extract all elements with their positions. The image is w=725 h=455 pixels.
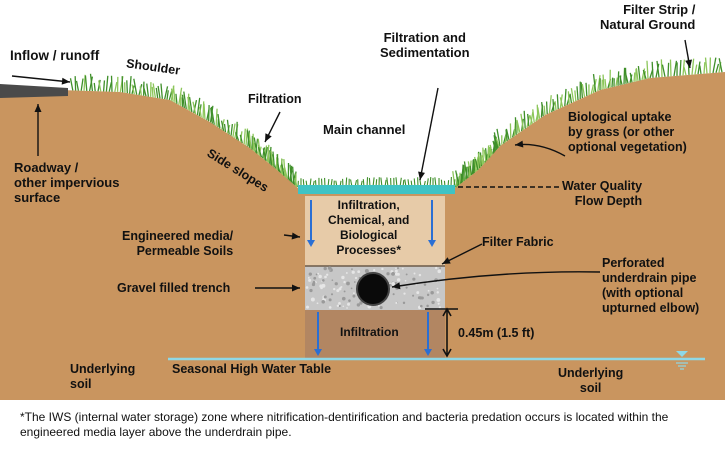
infiltration-flow-arrows xyxy=(307,200,436,356)
underlying-soil-left-label: Underlying soil xyxy=(70,362,136,391)
filtration-sedimentation-label: Filtration and Sedimentation xyxy=(380,30,470,60)
processes-label: Infiltration, Chemical, and Biological P… xyxy=(328,198,410,257)
filter-strip-label: Filter Strip / Natural Ground xyxy=(600,2,696,32)
infiltration-label: Infiltration xyxy=(340,325,399,339)
filter-fabric-label: Filter Fabric xyxy=(482,235,554,249)
inflow-label: Inflow / runoff xyxy=(10,48,100,63)
depth-label: 0.45m (1.5 ft) xyxy=(458,326,535,340)
water-table-label: Seasonal High Water Table xyxy=(172,362,332,376)
gravel-trench-label: Gravel filled trench xyxy=(117,281,231,295)
perforated-underdrain-pipe xyxy=(356,272,390,306)
biological-uptake-label: Biological uptake by grass (or other opt… xyxy=(568,110,687,154)
main-channel-label: Main channel xyxy=(323,122,406,137)
water-table-icon xyxy=(676,351,688,370)
filtration-label: Filtration xyxy=(248,92,302,106)
depth-dimension-marker xyxy=(425,307,458,358)
water-quality-depth-label: Water Quality Flow Depth xyxy=(562,179,643,208)
engineered-media-layer xyxy=(305,196,445,266)
roadway-surface xyxy=(0,84,68,98)
underdrain-label: Perforated underdrain pipe (with optiona… xyxy=(602,256,700,315)
water-quality-flow xyxy=(298,185,455,194)
engineered-media-label: Engineered media/ Permeable Soils xyxy=(122,229,234,258)
iws-footnote: *The IWS (internal water storage) zone w… xyxy=(20,410,669,439)
infiltration-zone xyxy=(305,310,445,358)
underlying-soil-right-label: Underlying soil xyxy=(558,366,624,395)
roadway-label: Roadway / other impervious surface xyxy=(14,160,120,205)
callout-arrows xyxy=(11,39,693,292)
